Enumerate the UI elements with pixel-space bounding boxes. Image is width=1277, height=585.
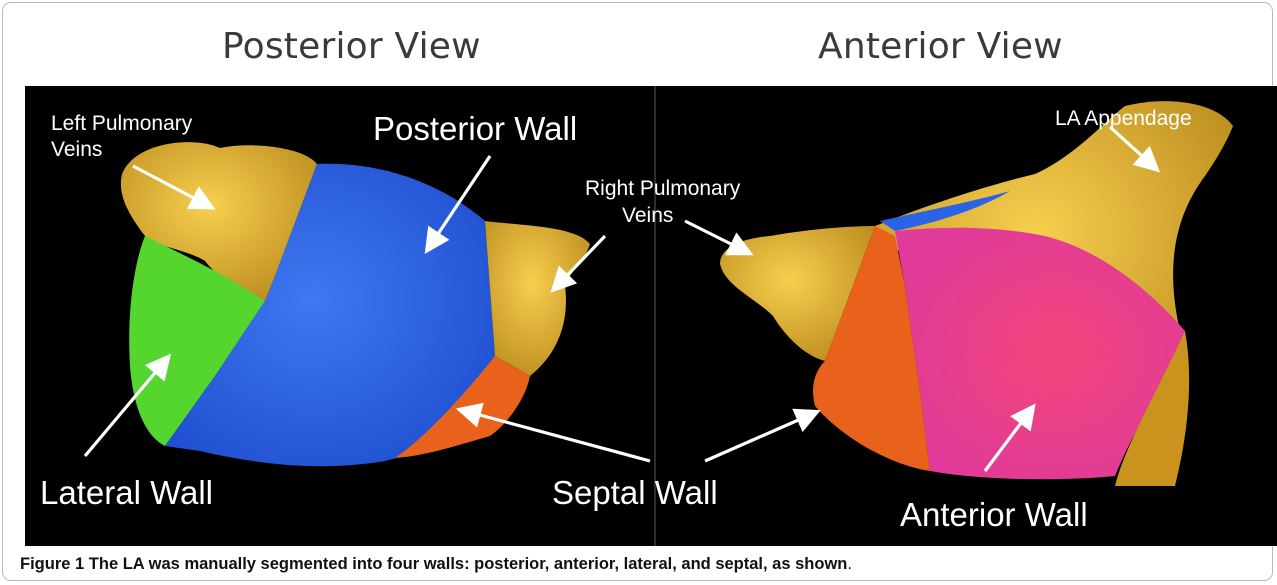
label-right-pv-1: Right Pulmonary	[585, 177, 741, 200]
caption-end: .	[847, 555, 852, 573]
label-septal-wall: Septal Wall	[552, 474, 718, 511]
posterior-view-title: Posterior View	[222, 26, 481, 67]
label-lateral-wall: Lateral Wall	[40, 474, 213, 511]
anterior-view-title: Anterior View	[818, 26, 1063, 67]
label-left-pv-1: Left Pulmonary	[51, 112, 193, 135]
figure-caption: Figure 1 The LA was manually segmented i…	[20, 555, 852, 574]
label-right-pv-2: Veins	[622, 204, 673, 227]
label-anterior-wall: Anterior Wall	[900, 496, 1088, 533]
label-la-appendage: LA Appendage	[1055, 107, 1192, 130]
caption-label: Figure 1	[20, 555, 84, 573]
label-left-pv-2: Veins	[51, 138, 102, 161]
caption-text: The LA was manually segmented into four …	[89, 555, 848, 573]
label-posterior-wall: Posterior Wall	[373, 110, 577, 147]
la-segmentation-image: Left Pulmonary Veins Posterior Wall Righ…	[25, 86, 1277, 546]
